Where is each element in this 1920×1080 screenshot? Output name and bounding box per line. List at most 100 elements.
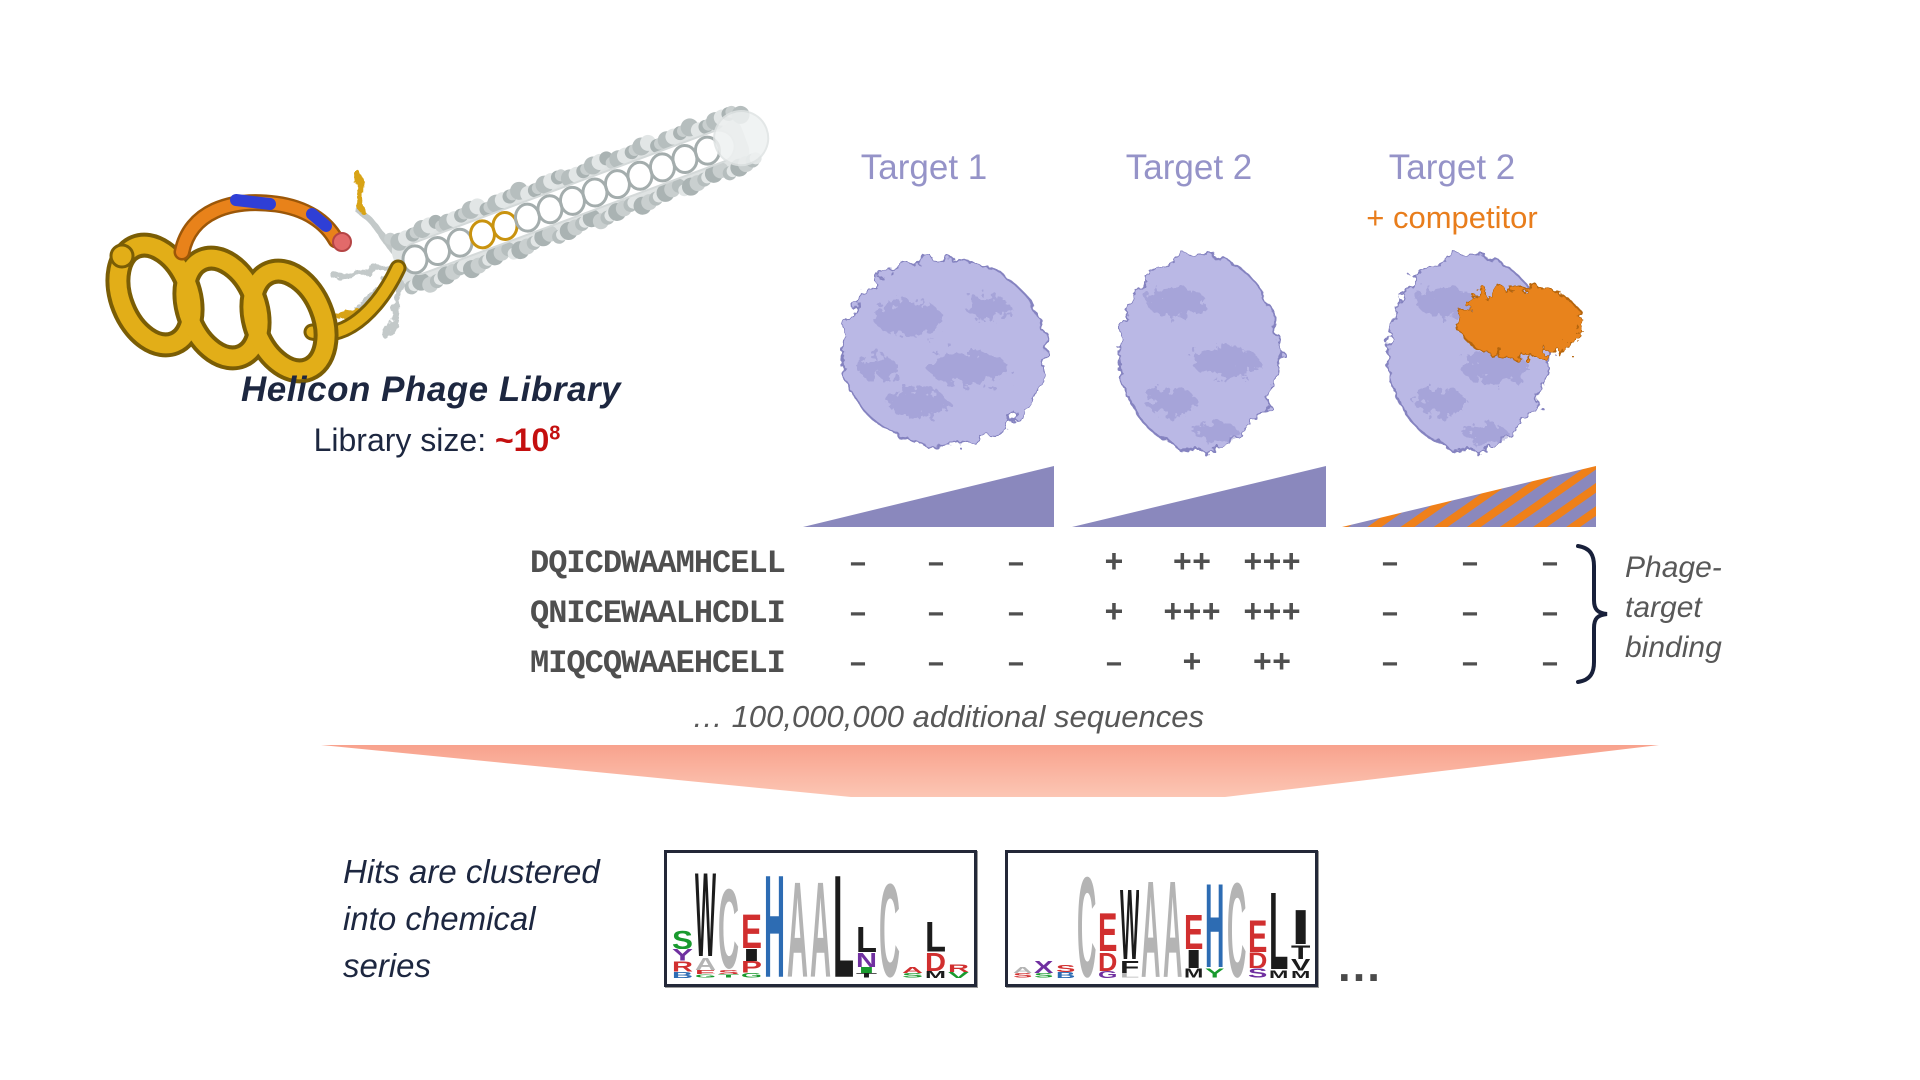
svg-text:S: S xyxy=(1248,968,1267,978)
library-title: Helicon Phage Library xyxy=(240,370,622,409)
svg-text:F: F xyxy=(1120,960,1139,973)
logo-letter: G xyxy=(1098,971,1117,978)
svg-text:A: A xyxy=(810,878,831,978)
logo-letter: M xyxy=(1269,970,1288,978)
logo-letter: E xyxy=(695,970,716,975)
svg-text:R: R xyxy=(672,961,693,972)
logo-letter: T xyxy=(1291,945,1310,959)
svg-text:S: S xyxy=(902,973,923,978)
logo-letter: S xyxy=(672,930,693,949)
logo-letter: W xyxy=(695,869,716,957)
concentration-ramp-2 xyxy=(1072,466,1326,527)
logo-letter: L xyxy=(1269,889,1288,970)
logo-letter: I xyxy=(1184,949,1203,968)
svg-text:V: V xyxy=(1291,959,1310,971)
svg-text:X: X xyxy=(1034,960,1053,973)
binding-mark: – xyxy=(1460,595,1480,632)
library-size-prefix: Library size: xyxy=(313,422,495,458)
logo-letter: N xyxy=(856,952,877,967)
logo-letter: B xyxy=(1056,972,1075,978)
concentration-ramp-1 xyxy=(803,466,1054,527)
logo-letter: Y xyxy=(1205,968,1224,978)
binding-mark: – xyxy=(1380,545,1400,582)
logo-letter: H xyxy=(764,871,785,978)
logo-letter: P xyxy=(741,961,762,973)
phage-end-cap xyxy=(713,110,770,167)
binding-mark: +++ xyxy=(1243,595,1301,632)
svg-text:W: W xyxy=(1120,886,1139,960)
logo-column: A xyxy=(1140,859,1161,978)
binding-mark: + xyxy=(1182,645,1202,682)
svg-text:S: S xyxy=(1056,965,1075,972)
logo-letter: D xyxy=(1248,952,1267,969)
target-2-protein xyxy=(1118,253,1280,451)
binding-mark: – xyxy=(848,595,868,632)
svg-text:R: R xyxy=(948,964,969,972)
svg-text:M: M xyxy=(1269,970,1288,978)
svg-text:E: E xyxy=(1098,911,1117,951)
svg-text:L: L xyxy=(1120,973,1139,978)
svg-text:L: L xyxy=(833,871,854,978)
logo-column: H xyxy=(763,859,786,978)
svg-text:H: H xyxy=(764,871,785,978)
logo-letter: E xyxy=(741,913,762,949)
svg-text:A: A xyxy=(902,967,923,973)
svg-text:I: I xyxy=(1184,949,1203,968)
binding-mark: – xyxy=(1006,645,1026,682)
logo-column: C xyxy=(878,859,901,978)
binding-mark: ++ xyxy=(1252,645,1292,682)
binding-mark: + xyxy=(1104,595,1124,632)
binding-mark: – xyxy=(926,545,946,582)
binding-mark: – xyxy=(1540,595,1560,632)
svg-text:P: P xyxy=(741,961,762,973)
svg-text:H: H xyxy=(1205,880,1224,968)
logo-letter: G xyxy=(695,974,716,978)
logo-letter: A xyxy=(1013,967,1032,973)
logo-letter: X xyxy=(1034,960,1053,973)
helicon-peptide-helix xyxy=(105,232,407,384)
svg-text:W: W xyxy=(695,869,716,957)
logo-letter: R xyxy=(948,964,969,972)
binding-mark: ++ xyxy=(1172,545,1212,582)
svg-text:A: A xyxy=(1141,877,1160,978)
more-logos-ellipsis: … xyxy=(1336,939,1388,991)
logo-letter: S xyxy=(1248,968,1267,978)
library-size-value: ~108 xyxy=(494,422,561,458)
competitor-blob xyxy=(1457,285,1583,359)
logo-letter: M xyxy=(1184,968,1203,978)
svg-text:E: E xyxy=(1184,914,1203,950)
logo-letter: F xyxy=(1120,960,1139,973)
logo-letter: L xyxy=(925,921,946,952)
svg-text:L: L xyxy=(856,926,877,952)
svg-text:T: T xyxy=(1291,945,1310,959)
sequence-label: MIQCQWAAEHCELI xyxy=(530,645,786,682)
logo-column: C xyxy=(1226,859,1247,978)
sequence-label: QNICEWAALHCDLI xyxy=(530,595,786,632)
binding-mark: – xyxy=(1006,545,1026,582)
logo-letter: A xyxy=(787,878,808,978)
nitrogen-atom xyxy=(230,194,276,210)
svg-text:S: S xyxy=(672,930,693,949)
table-row: DQICDWAAMHCELL–––++++++––– xyxy=(0,545,1920,585)
logo-letter: M xyxy=(925,971,946,978)
svg-text:A: A xyxy=(695,957,716,970)
logo-letter: S xyxy=(1056,965,1075,972)
additional-sequences-note: … 100,000,000 additional sequences xyxy=(692,699,1204,734)
logo-letter: C xyxy=(718,886,739,969)
svg-text:T: T xyxy=(718,974,739,978)
logo-letter: S xyxy=(1034,973,1053,978)
binding-mark: +++ xyxy=(1163,595,1221,632)
library-size: Library size: ~108 xyxy=(137,422,737,459)
svg-text:T: T xyxy=(856,973,877,978)
logo-letter: B xyxy=(672,972,693,978)
sequence-label: DQICDWAAMHCELL xyxy=(530,545,786,582)
logo-letter: S xyxy=(718,970,739,975)
logo-letter: S xyxy=(902,973,923,978)
logo-letter: A xyxy=(902,967,923,973)
